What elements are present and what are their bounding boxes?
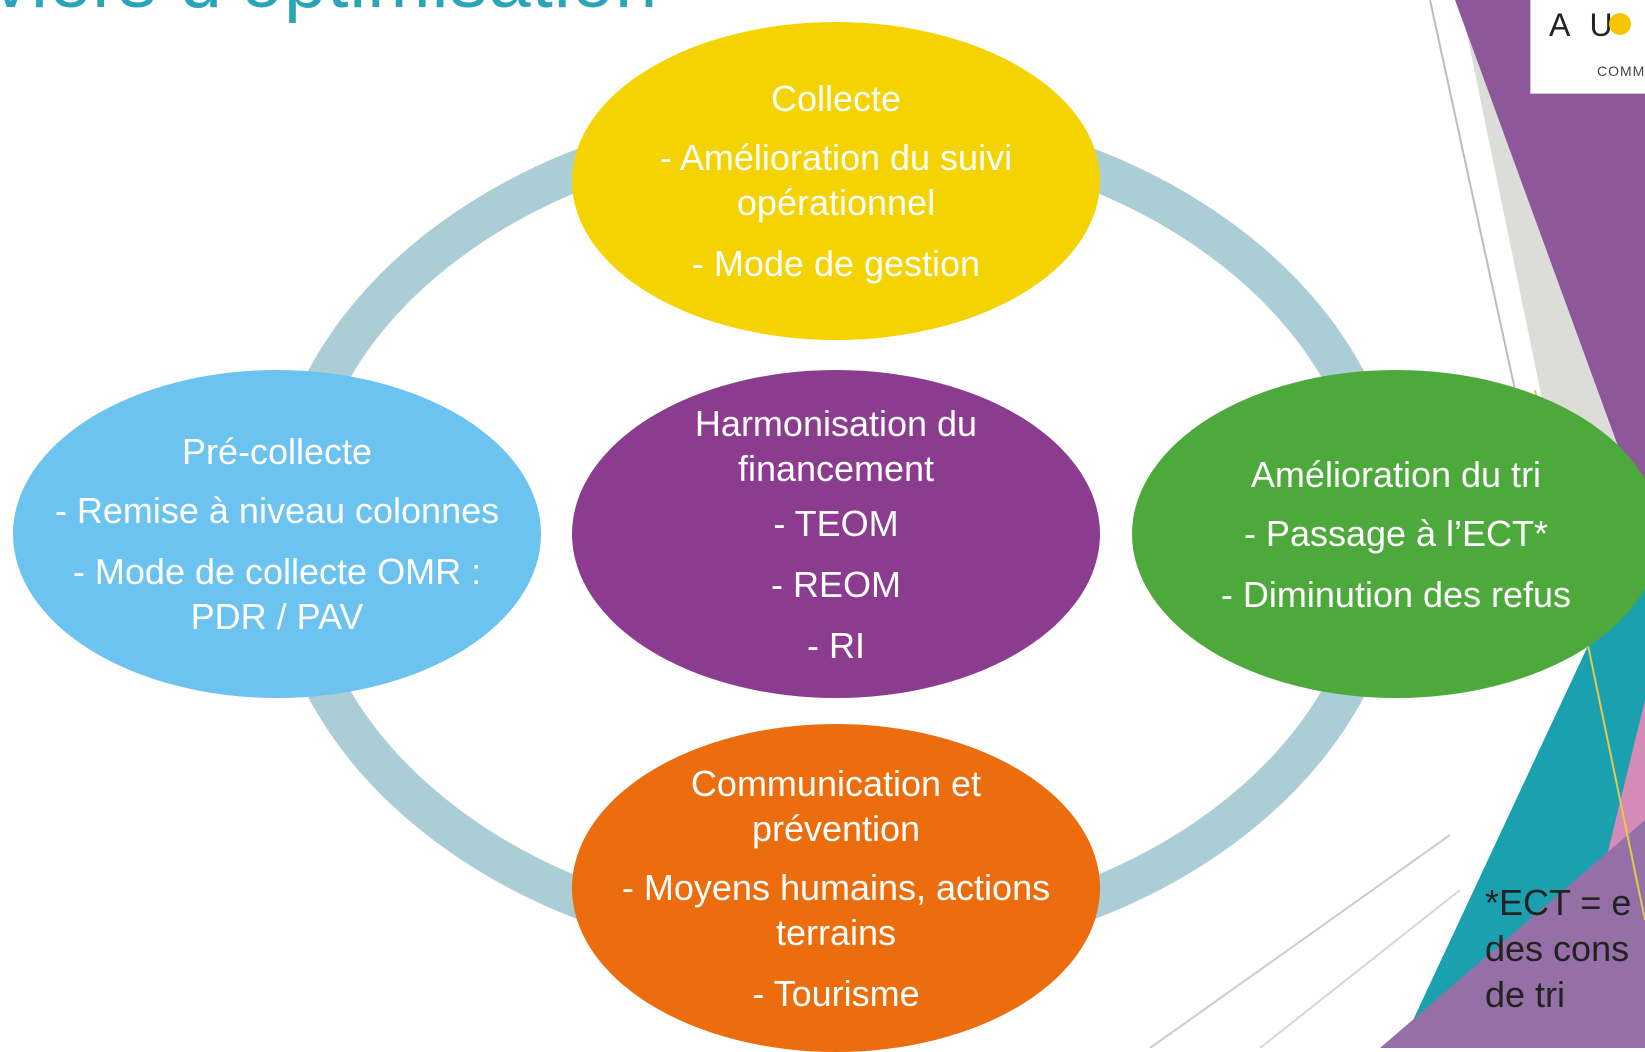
- decor-purple-shape: [1455, 0, 1645, 520]
- page-title: viers d’optimisation: [0, 0, 658, 25]
- node-heading: Harmonisation du financement: [694, 402, 978, 489]
- logo-subtitle: COMM: [1597, 63, 1645, 79]
- footnote: *ECT = e des cons de tri: [1485, 882, 1632, 1015]
- logo-dot-icon: [1609, 13, 1631, 35]
- node-item: - Passage à l’ECT*: [1243, 512, 1549, 554]
- node-heading: Communication et prévention: [690, 762, 982, 849]
- logo-text: A U: [1549, 7, 1619, 43]
- node-item: - Mode de collecte OMR : PDR / PAV: [72, 551, 482, 637]
- node-item: - Mode de gestion: [691, 243, 981, 284]
- node-item: - RI: [807, 624, 865, 666]
- node-item: - Amélioration du suivi opérationnel: [659, 137, 1013, 223]
- node-harmonisation-financement: Harmonisation du financement - TEOM - RE…: [572, 370, 1100, 698]
- decor-line-3: [1259, 889, 1461, 1048]
- decor-mauve-shape: [1380, 820, 1645, 1048]
- node-heading: Amélioration du tri: [1250, 453, 1542, 495]
- node-item: - Tourisme: [752, 972, 920, 1014]
- node-item: - Moyens humains, actions terrains: [621, 866, 1051, 953]
- node-item: - REOM: [771, 563, 901, 605]
- decor-line-1: [1429, 0, 1516, 391]
- decor-line-2: [1149, 834, 1451, 1048]
- node-communication-prevention: Communication et prévention - Moyens hum…: [572, 724, 1100, 1052]
- node-item: - Remise à niveau colonnes: [54, 490, 500, 531]
- node-item: - TEOM: [773, 502, 899, 544]
- logo: A U COMM: [1530, 0, 1645, 94]
- node-pre-collecte: Pré-collecte - Remise à niveau colonnes …: [13, 370, 541, 698]
- node-item: - Diminution des refus: [1220, 573, 1572, 615]
- node-amelioration-tri: Amélioration du tri - Passage à l’ECT* -…: [1132, 370, 1645, 698]
- node-heading: Pré-collecte: [181, 431, 373, 472]
- node-heading: Collecte: [770, 78, 902, 119]
- node-collecte: Collecte - Amélioration du suivi opérati…: [572, 22, 1100, 340]
